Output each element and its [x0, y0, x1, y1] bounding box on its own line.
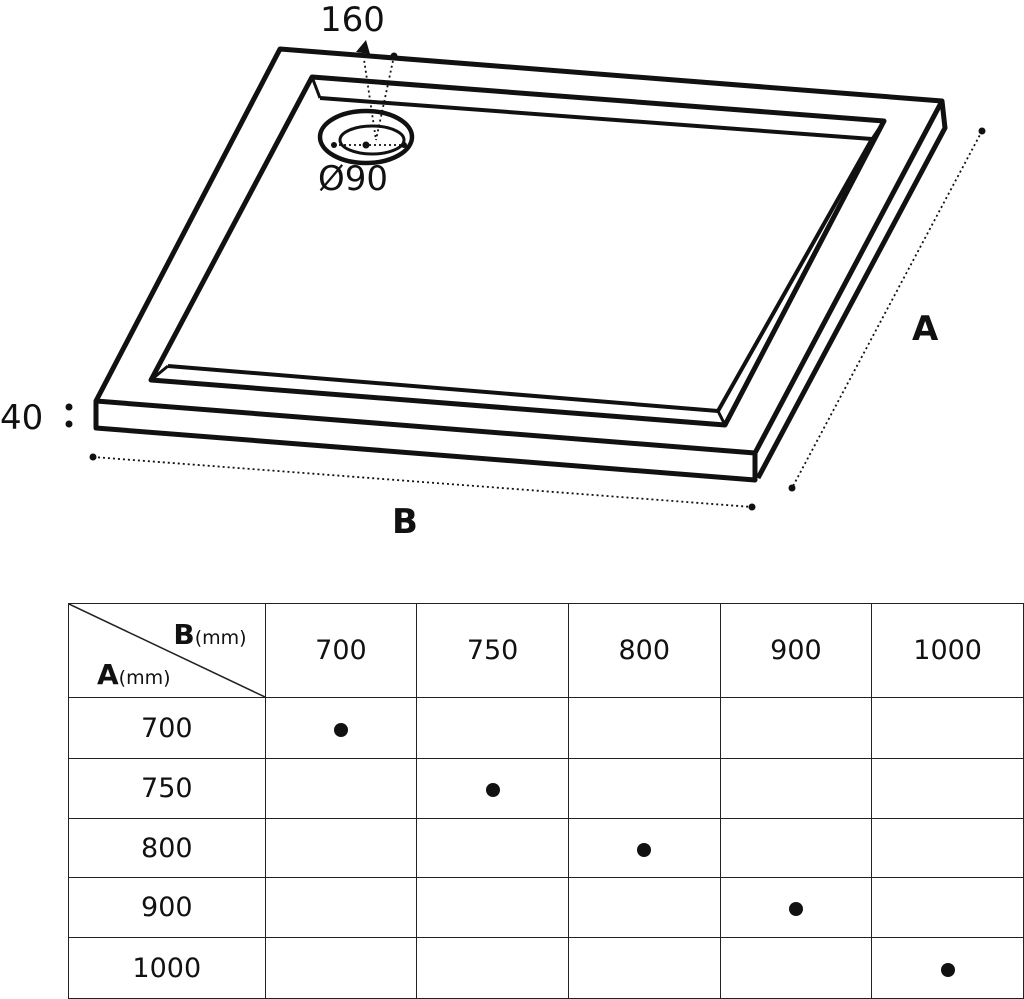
side-a-label: A [912, 309, 939, 349]
diagonal-divider [69, 604, 265, 697]
table-cell [719, 877, 873, 938]
table-cell [871, 758, 1024, 819]
tray-front-face [93, 401, 758, 483]
table-cell [264, 877, 418, 938]
row-header: 900 [68, 877, 266, 938]
table-cell [416, 697, 569, 759]
side-b-label: B [392, 502, 418, 542]
availability-dot-icon [333, 722, 348, 737]
table-row: 750 [68, 758, 1024, 819]
table-cell [416, 758, 569, 819]
column-header: 700 [264, 603, 418, 698]
table-cell [719, 818, 873, 878]
table-cell [416, 877, 569, 938]
table-cell [567, 697, 721, 759]
drain-inner [338, 124, 406, 156]
corner-label-b: B(mm) [173, 618, 247, 651]
row-header: 750 [68, 758, 266, 819]
row-header: 800 [68, 818, 266, 878]
table-cell [871, 818, 1024, 878]
table-cell [719, 758, 873, 819]
table-cell [871, 697, 1024, 759]
shower-tray-drawing: 160 Ø90 40 A B [0, 0, 986, 542]
table-header-row: B(mm) A(mm) 700 750 800 900 1000 [68, 603, 1024, 698]
row-header: 700 [68, 697, 266, 759]
height-label: 40 [0, 398, 43, 438]
column-header: 900 [719, 603, 873, 698]
table-cell [871, 877, 1024, 938]
table-row: 800 [68, 818, 1024, 878]
table-cell [264, 697, 418, 759]
availability-dot-icon [940, 962, 955, 977]
table-cell [416, 818, 569, 878]
table-row: 1000 [68, 937, 1024, 999]
table-cell [871, 937, 1024, 999]
tray-inner-bevel [167, 96, 874, 413]
table-cell [719, 937, 873, 999]
drain-offset-label: 160 [320, 0, 385, 40]
availability-dot-icon [485, 783, 500, 797]
column-header: 1000 [871, 603, 1024, 698]
tray-side-face [755, 100, 948, 480]
table-cell [264, 758, 418, 819]
table-row: 900 [68, 877, 1024, 938]
table-cell [264, 818, 418, 878]
table-cell [567, 937, 721, 999]
availability-dot-icon [637, 842, 652, 857]
table-row: 700 [68, 697, 1024, 759]
table-cell [567, 758, 721, 819]
drain-outer [317, 108, 415, 166]
corner-label-a: A(mm) [97, 658, 171, 691]
table-cell [416, 937, 569, 999]
availability-dot-icon [788, 902, 803, 916]
table-cell [264, 937, 418, 999]
table-cell [719, 697, 873, 759]
drain-diameter-label: Ø90 [318, 159, 388, 199]
table-cell [567, 818, 721, 878]
table-cell [567, 877, 721, 938]
column-header: 800 [567, 603, 721, 698]
table-corner-cell: B(mm) A(mm) [68, 603, 266, 698]
column-header: 750 [416, 603, 569, 698]
row-header: 1000 [68, 937, 266, 999]
